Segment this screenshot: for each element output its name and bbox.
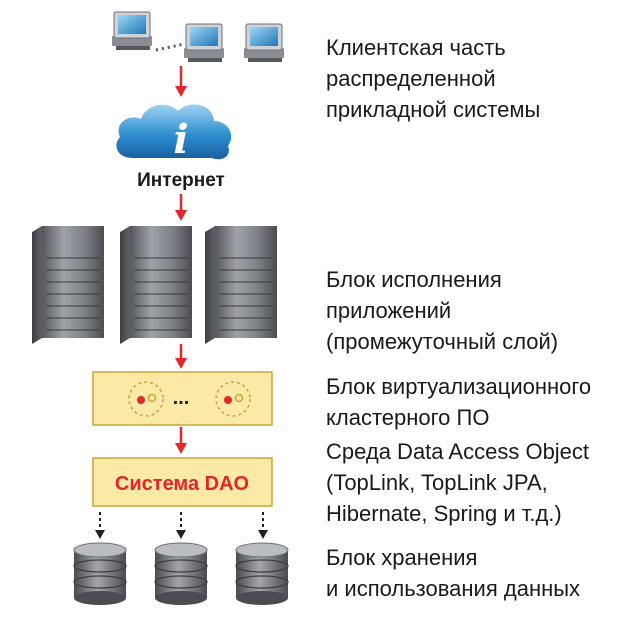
arrow-servers-to-virtualization	[175, 344, 187, 369]
app-server-1	[32, 226, 104, 344]
label-line: Среда Data Access Object	[326, 439, 590, 464]
app-layer-label: Блок исполнения приложений (промежуточны…	[326, 264, 626, 357]
arrow-virtualization-to-dao	[175, 427, 187, 454]
virtualization-box: ...	[92, 371, 273, 426]
label-line: приложений	[326, 298, 452, 323]
dao-layer-label: Среда Data Access Object (TopLink, TopLi…	[326, 436, 626, 529]
client-computer-3	[244, 23, 284, 62]
database-icon	[154, 542, 208, 605]
internet-label: Интернет	[137, 170, 225, 191]
architecture-diagram: i Интернет	[32, 11, 289, 605]
cluster-node-icon	[128, 381, 164, 417]
label-line: распределенной	[326, 66, 496, 91]
label-line: Клиентская часть	[326, 35, 506, 60]
dao-box-label: Система DAO	[115, 473, 249, 495]
arrow-dao-to-db-1	[95, 512, 105, 539]
label-line: (TopLink, TopLink JPA,	[326, 470, 548, 495]
label-line: и использования данных	[326, 576, 581, 601]
database-icon	[73, 542, 127, 605]
svg-text:i: i	[173, 116, 188, 163]
label-line: Hibernate, Spring и т.д.)	[326, 501, 562, 526]
label-line: Блок исполнения	[326, 267, 502, 292]
storage-layer-label: Блок хранения и использования данных	[326, 542, 626, 604]
database-icon	[235, 542, 289, 605]
cluster-node-icon	[215, 381, 251, 417]
client-computer-2	[184, 23, 224, 62]
virtualization-layer-label: Блок виртуализационного кластерного ПО	[326, 371, 626, 433]
label-line: Блок хранения	[326, 545, 478, 570]
arrow-internet-to-servers	[175, 194, 187, 221]
client-link-dots	[155, 42, 185, 52]
arrow-dao-to-db-2	[176, 512, 186, 539]
internet-cloud-icon: i	[116, 104, 232, 163]
label-line: (промежуточный слой)	[326, 329, 559, 354]
client-layer-label: Клиентская часть распределенной прикладн…	[326, 32, 626, 125]
app-server-2	[120, 226, 192, 344]
label-line: кластерного ПО	[326, 405, 490, 430]
label-line: Блок виртуализационного	[326, 374, 592, 399]
arrow-client-to-internet	[175, 66, 187, 97]
virtualization-ellipsis: ...	[173, 387, 190, 409]
arrow-dao-to-db-3	[258, 512, 268, 539]
app-server-3	[205, 226, 277, 344]
client-computer-1	[112, 11, 152, 50]
label-line: прикладной системы	[326, 97, 541, 122]
dao-box	[92, 457, 273, 507]
